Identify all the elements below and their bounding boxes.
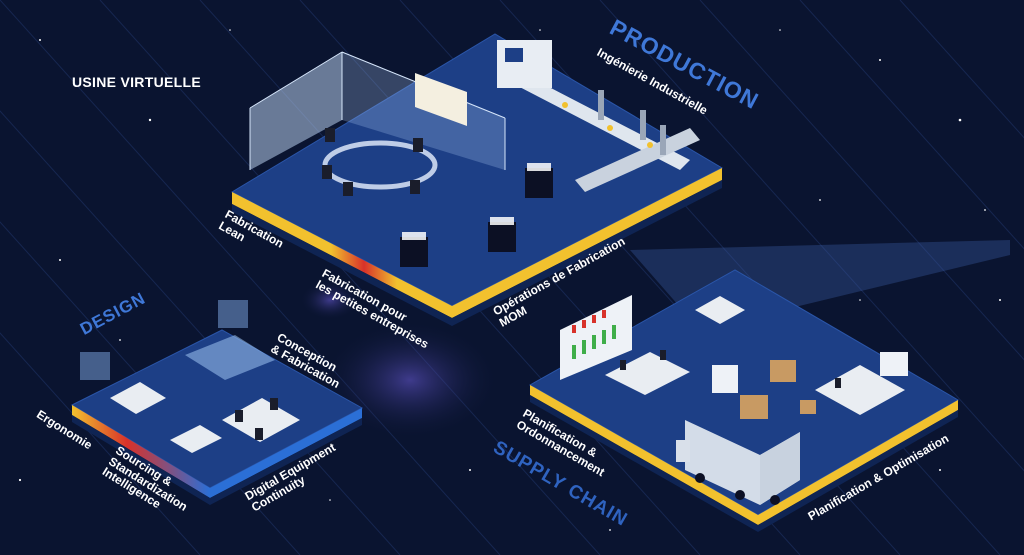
production-platform <box>230 33 724 326</box>
glow-center <box>320 320 500 440</box>
supply-chain-platform <box>528 269 959 532</box>
page-title: USINE VIRTUELLE <box>72 74 201 90</box>
stars <box>18 29 1001 531</box>
design-platform <box>70 300 364 505</box>
glow-small <box>300 280 360 320</box>
